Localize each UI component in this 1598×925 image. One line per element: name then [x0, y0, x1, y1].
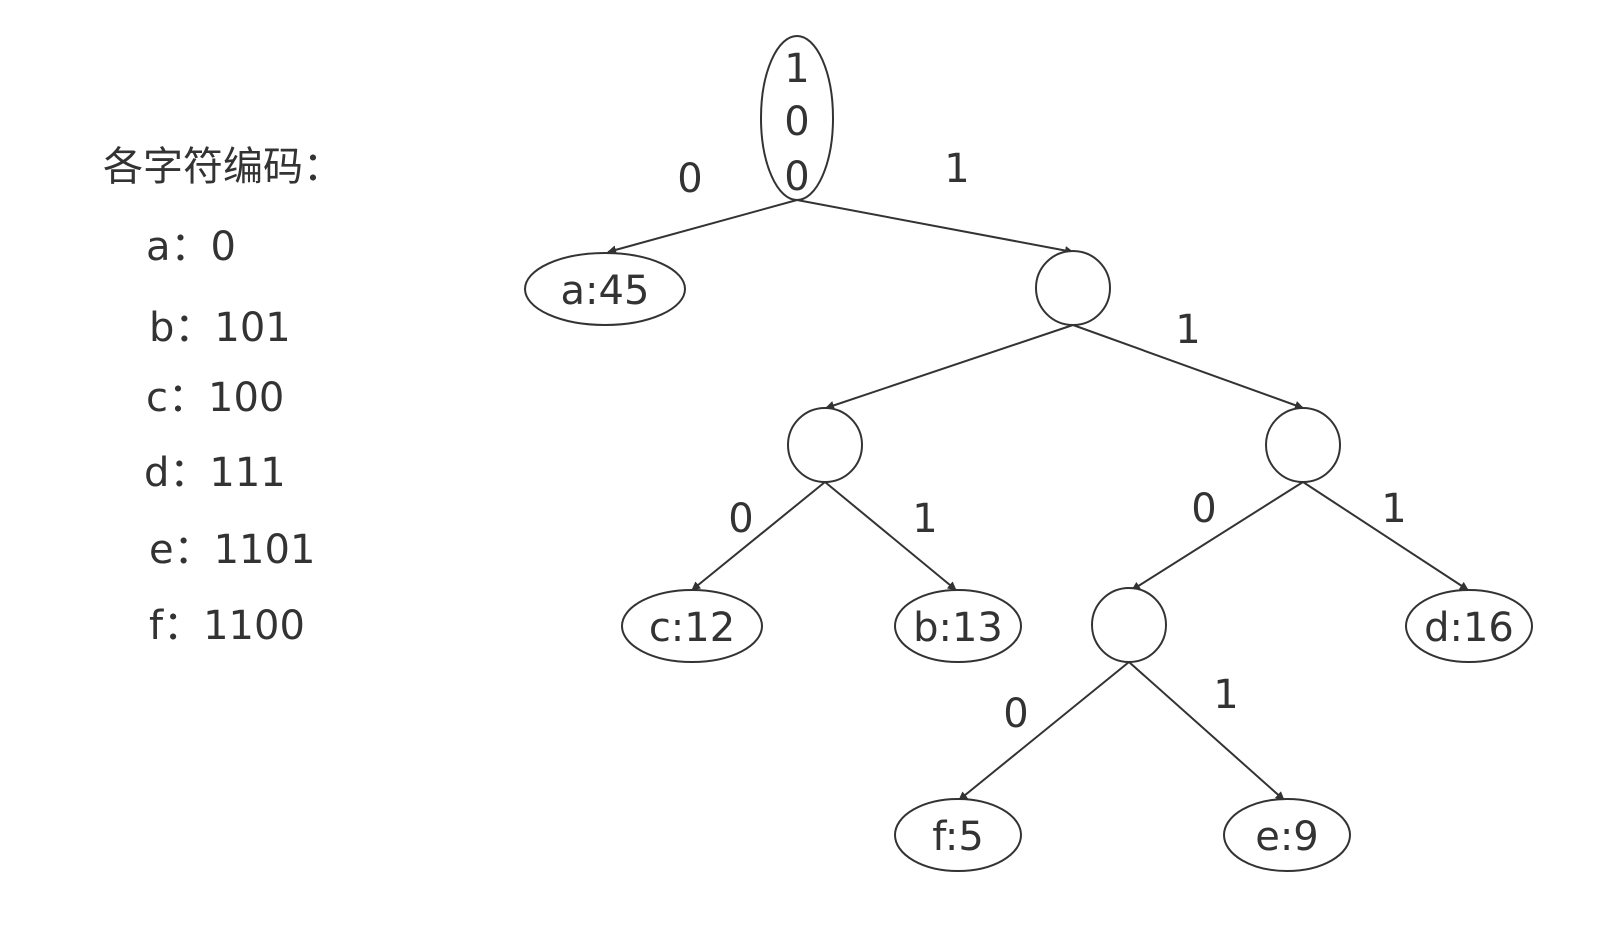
edge-label-n4-e: 1 [1213, 672, 1238, 718]
legend-code: 100 [208, 375, 285, 421]
root-digit: 0 [784, 154, 809, 200]
edge-n2-b [824, 481, 957, 591]
legend-sep: ： [174, 305, 215, 351]
internal-node-n1 [1035, 250, 1111, 326]
leaf-node-c [621, 589, 763, 663]
legend-sep: ： [170, 224, 211, 270]
edge-label-n4-f: 0 [1003, 691, 1028, 737]
edge-root-a [607, 199, 798, 255]
legend-title: 各字符编码： [103, 144, 343, 190]
legend-row-e: e：1101 [149, 525, 315, 575]
legend-char: c [146, 375, 168, 421]
legend-sep: ： [169, 450, 210, 496]
edge-root-n1 [796, 199, 1074, 255]
legend-row-c: c：100 [146, 373, 284, 423]
leaf-label-e: e:9 [1255, 814, 1319, 860]
legend-sep: ： [163, 603, 204, 649]
leaf-label-b: b:13 [913, 605, 1003, 651]
edge-label-root-a: 0 [677, 156, 702, 202]
leaf-label-c: c:12 [649, 605, 735, 651]
legend-code: 0 [210, 224, 236, 270]
edge-n1-n2 [825, 324, 1074, 410]
leaf-node-b [894, 589, 1022, 663]
leaf-node-a [524, 252, 686, 326]
edge-label-n2-c: 0 [728, 496, 753, 542]
leaf-node-e [1223, 798, 1351, 872]
root-node [760, 35, 834, 201]
edge-n4-f [958, 661, 1130, 801]
legend-char: a [146, 224, 171, 270]
leaf-node-f [894, 798, 1022, 872]
legend-row-b: b：101 [149, 303, 291, 353]
legend-code: 1101 [213, 527, 316, 573]
legend-code: 101 [214, 305, 291, 351]
legend-char: b [149, 305, 175, 351]
root-digit: 1 [784, 46, 809, 92]
leaf-node-d [1405, 589, 1533, 663]
legend-row-d: d：111 [144, 448, 286, 498]
leaf-label-f: f:5 [932, 814, 984, 860]
edge-label-n2-b: 1 [912, 496, 937, 542]
legend-row-f: f：1100 [149, 601, 305, 651]
internal-node-n2 [787, 407, 863, 483]
edge-n3-n4 [1131, 481, 1304, 591]
legend-sep: ： [168, 375, 208, 421]
legend-code: 111 [209, 450, 286, 496]
edge-label-n1-n3: 1 [1175, 307, 1200, 353]
legend-char: d [144, 450, 170, 496]
edge-n2-c [691, 481, 826, 591]
legend-char: f [149, 603, 164, 649]
edge-label-n3-n4: 0 [1191, 486, 1216, 532]
edge-n4-e [1128, 661, 1285, 801]
leaf-label-a: a:45 [561, 268, 650, 314]
root-digit: 0 [784, 99, 809, 145]
legend-code: 1100 [203, 603, 305, 649]
legend-sep: ： [173, 527, 214, 573]
legend-row-a: a：0 [146, 222, 236, 272]
edge-n3-d [1302, 481, 1469, 591]
edge-label-n3-d: 1 [1381, 486, 1406, 532]
edge-n1-n3 [1072, 324, 1304, 410]
leaf-label-d: d:16 [1424, 605, 1514, 651]
legend-char: e [149, 527, 174, 573]
edge-label-root-n1: 1 [944, 146, 969, 192]
internal-node-n4 [1091, 587, 1167, 663]
internal-node-n3 [1265, 407, 1341, 483]
